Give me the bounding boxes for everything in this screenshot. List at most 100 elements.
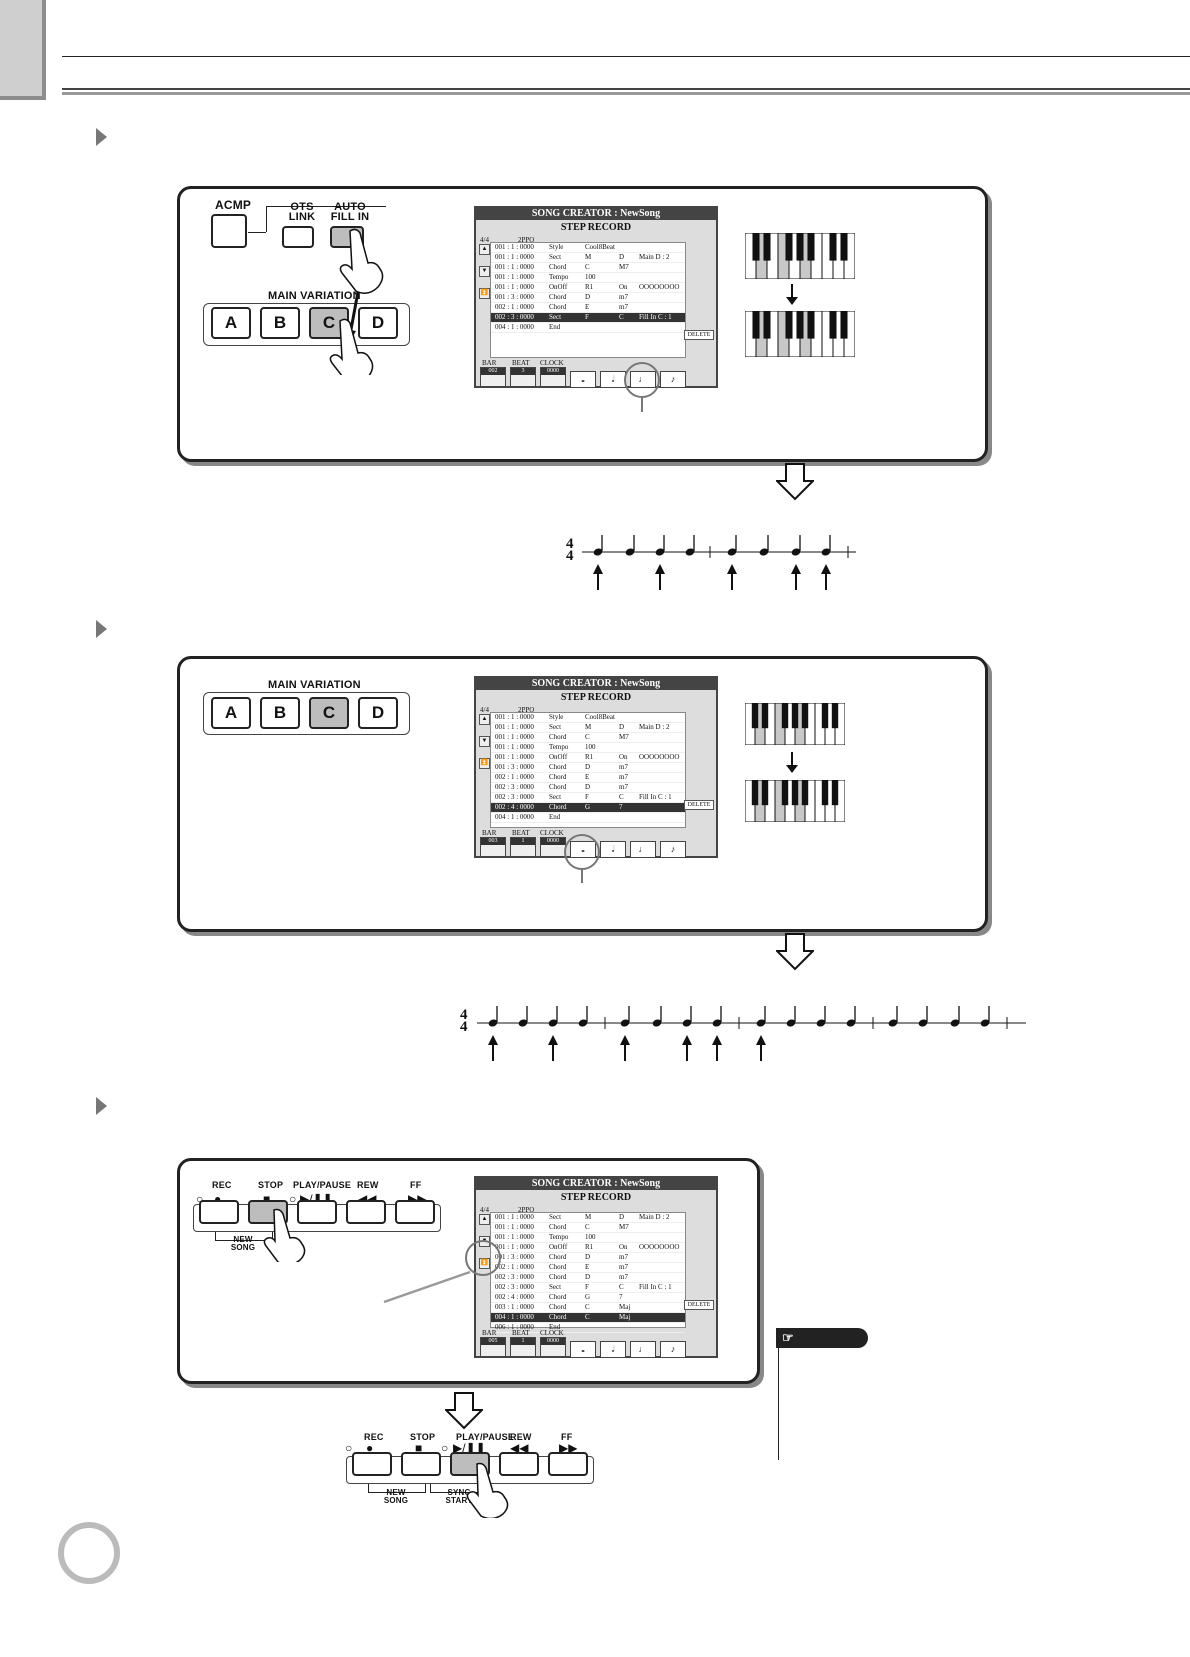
event-cell: Sect [549, 1283, 562, 1291]
delete-button[interactable]: DELETE [684, 330, 714, 340]
scroll-up-icon[interactable]: ▲ [479, 714, 490, 725]
event-cell: Chord [549, 763, 567, 771]
quarter-note-button[interactable]: ♩ [630, 841, 656, 858]
rew-button[interactable] [346, 1200, 386, 1224]
rewind-icon: ◀◀ [510, 1441, 529, 1455]
half-note-button[interactable]: 𝅗𝅥 [600, 1341, 626, 1358]
bar-stepper[interactable]: 005 [480, 1337, 506, 1357]
time-signature: 4/4 [480, 1206, 489, 1214]
beat-stepper[interactable]: 1 [510, 837, 536, 857]
black-key [752, 233, 760, 261]
scroll-up-icon[interactable]: ▲ [479, 244, 490, 255]
event-cell: D [585, 1253, 591, 1261]
section-d-button[interactable]: D [358, 307, 398, 339]
black-key [840, 233, 848, 261]
eighth-note-button[interactable]: ♪ [660, 371, 686, 388]
beat-stepper[interactable]: 1 [510, 1337, 536, 1357]
scroll-up-icon[interactable]: ▲ [479, 1214, 490, 1225]
event-cell: 002 : 1 : 0000 [495, 773, 534, 781]
event-cell: OOOOOOOO [639, 753, 680, 761]
eighth-note-button[interactable]: ♪ [660, 1341, 686, 1358]
clock-stepper[interactable]: 0000 [540, 837, 566, 857]
clock-value: 0000 [541, 1338, 565, 1345]
ots-link-button[interactable] [282, 226, 314, 248]
note-head [918, 1019, 928, 1027]
stop-button[interactable] [401, 1452, 441, 1476]
section-d-button[interactable]: D [358, 697, 398, 729]
ff-label: FF [410, 1180, 422, 1190]
half-note-button[interactable]: 𝅗𝅥 [600, 841, 626, 858]
bar-stepper[interactable]: 002 [480, 367, 506, 387]
acmp-button[interactable] [211, 214, 247, 248]
half-note-button[interactable]: 𝅗𝅥 [600, 371, 626, 388]
scroll-down-icon[interactable]: ▼ [479, 736, 490, 747]
bar-stepper[interactable]: 003 [480, 837, 506, 857]
eighth-note-button[interactable]: ♪ [660, 841, 686, 858]
play-pause-button[interactable] [297, 1200, 337, 1224]
rec-button[interactable] [199, 1200, 239, 1224]
ff-button[interactable] [548, 1452, 588, 1476]
scroll-top-icon[interactable]: ⏫ [479, 288, 490, 299]
event-cell: OnOff [549, 1243, 568, 1251]
pointing-hand-icon: ☞ [782, 1330, 794, 1345]
whole-note-button[interactable]: 𝅝 [570, 371, 596, 388]
quarter-note-button[interactable]: ♩ [630, 1341, 656, 1358]
clock-stepper[interactable]: 0000 [540, 1337, 566, 1357]
whole-note-button[interactable]: 𝅝 [570, 1341, 596, 1358]
delete-button[interactable]: DELETE [684, 1300, 714, 1310]
delete-button[interactable]: DELETE [684, 800, 714, 810]
clock-label: CLOCK [540, 359, 564, 367]
black-key [763, 233, 771, 261]
section-c-button[interactable]: C [309, 697, 349, 729]
section-a-button[interactable]: A [211, 307, 251, 339]
ff-button[interactable] [395, 1200, 435, 1224]
acmp-label: ACMP [215, 198, 252, 212]
rhythm-staff [477, 1006, 1026, 1061]
clock-stepper[interactable]: 0000 [540, 367, 566, 387]
section-a-button[interactable]: A [211, 697, 251, 729]
scroll-down-icon[interactable]: ▼ [479, 266, 490, 277]
scroll-top-icon[interactable]: ⏫ [479, 758, 490, 769]
note-head [888, 1019, 898, 1027]
section-b-button[interactable]: B [260, 697, 300, 729]
rec-button[interactable] [352, 1452, 392, 1476]
section-b-button[interactable]: B [260, 307, 300, 339]
rew-button[interactable] [499, 1452, 539, 1476]
beat-stepper[interactable]: 3 [510, 367, 536, 387]
